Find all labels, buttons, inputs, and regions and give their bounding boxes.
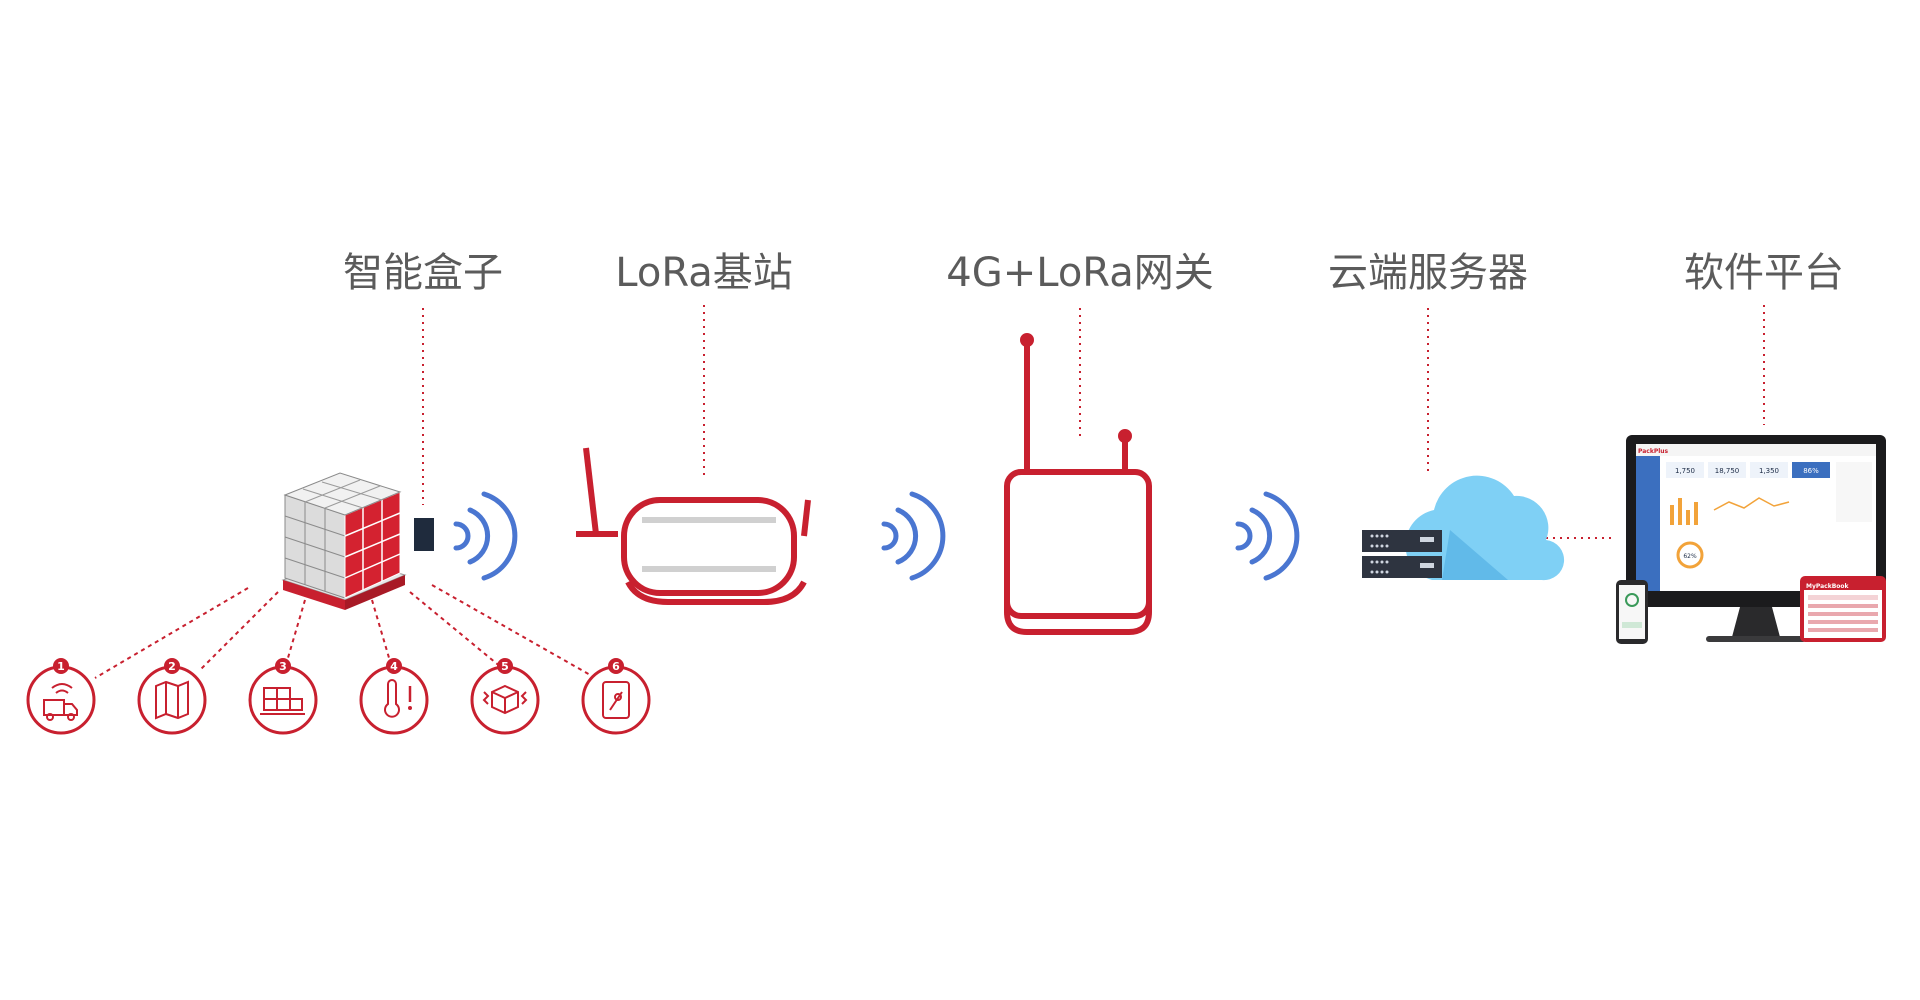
label-lora-base-station: LoRa基站 [615, 250, 793, 296]
feature-badge-5: 5 [501, 660, 509, 673]
tablet-brand: MyPackBook [1806, 583, 1850, 590]
gateway-icon [1004, 333, 1152, 635]
label-smart-box: 智能盒子 [343, 250, 503, 296]
label-software-platform: 软件平台 [1684, 250, 1844, 296]
platform-stat-3: 1,350 [1759, 467, 1779, 475]
signal-icon-1 [453, 491, 518, 581]
platform-stat-2: 18,750 [1715, 467, 1740, 475]
feature-1-truck-icon [26, 665, 96, 735]
feature-icons [26, 665, 651, 735]
label-gateway: 4G+LoRa网关 [946, 250, 1214, 296]
leader-lines [422, 305, 1765, 539]
feature-connectors [94, 584, 593, 679]
feature-6-phone-icon [581, 665, 651, 735]
feature-2-map-icon [137, 665, 207, 735]
smart-box-device-icon [414, 518, 434, 551]
feature-5-package-icon [470, 665, 540, 735]
phone-icon [1616, 580, 1648, 644]
tablet-icon [1800, 576, 1886, 642]
feature-4-thermometer-icon [359, 665, 429, 735]
feature-badge-1: 1 [57, 660, 65, 673]
feature-badge-3: 3 [279, 660, 287, 673]
software-platform-devices [1616, 435, 1886, 644]
signal-icon-3 [1235, 491, 1300, 581]
platform-stat-4: 86% [1803, 467, 1819, 475]
cloud-server-icon [1362, 475, 1565, 581]
feature-badge-4: 4 [390, 660, 398, 673]
monitor-icon [1626, 435, 1886, 642]
label-cloud-server: 云端服务器 [1328, 250, 1528, 296]
feature-number-badges [53, 658, 624, 674]
lora-base-station-icon [576, 447, 811, 605]
signal-icon-2 [881, 491, 946, 581]
platform-gauge-value: 62% [1683, 553, 1697, 560]
platform-brand: PackPlus [1638, 448, 1669, 455]
feature-3-stack-icon [248, 665, 318, 735]
feature-badge-6: 6 [612, 660, 620, 673]
pallet-cargo-icon [281, 472, 407, 610]
feature-badge-2: 2 [168, 660, 176, 673]
platform-stat-1: 1,750 [1675, 467, 1695, 475]
